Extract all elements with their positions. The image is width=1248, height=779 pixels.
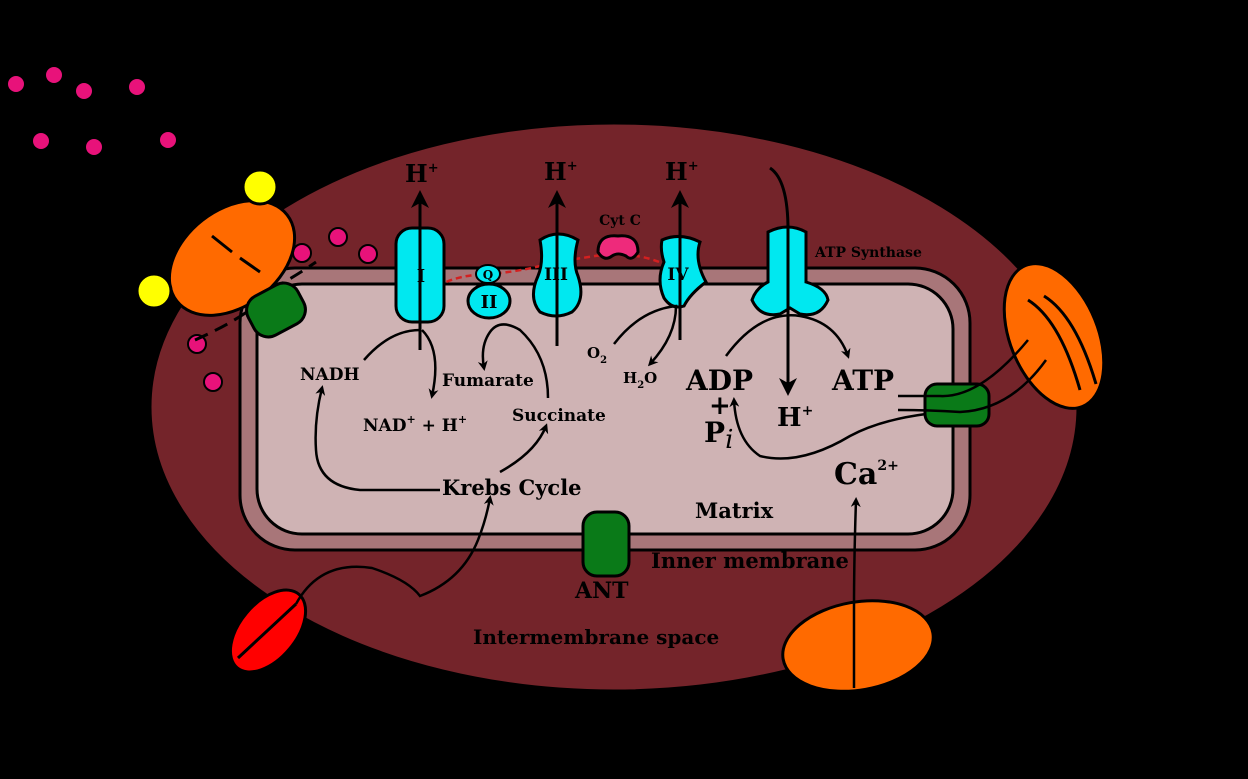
proton-label-3: H+ (665, 157, 699, 186)
complex-2-label: II (481, 292, 498, 313)
matrix-label: Matrix (695, 498, 774, 523)
succinate-label: Succinate (512, 406, 606, 426)
oxygen-label: O2 (587, 344, 607, 366)
adp-label: ADP (685, 364, 753, 397)
succinate-cycle-arrow (477, 323, 550, 399)
ion-dots-outside (8, 67, 176, 155)
fumarate-label: Fumarate (442, 371, 534, 391)
right-channel-lines (897, 339, 1048, 414)
proton-flow-synthase (769, 166, 797, 396)
red-transporter[interactable] (216, 576, 321, 686)
right-green-channel[interactable] (923, 382, 991, 428)
atp-synthase-label: ATP Synthase (814, 245, 922, 261)
ion-dots-intermembrane (187, 227, 378, 392)
left-receptor (135, 168, 317, 342)
ant-transporter[interactable] (581, 510, 631, 578)
calcium-transporter[interactable] (776, 589, 941, 702)
proton-label-2: H+ (544, 157, 578, 186)
complex-3-label: III (544, 265, 568, 285)
atp-export-arrow (729, 397, 927, 460)
complex-q-label: Q (483, 268, 493, 282)
calcium-uptake-arrow (850, 497, 861, 688)
complex-1-label: I (417, 266, 425, 287)
phosphate-label: Pi (704, 416, 733, 455)
ant-label: ANT (574, 578, 629, 604)
cyt-c[interactable] (596, 234, 640, 260)
nadh-label: NADH (300, 365, 360, 385)
oxygen-reduction-arrow (613, 304, 678, 367)
proton-label-1: H+ (405, 159, 439, 188)
cyt-c-label: Cyt C (599, 213, 641, 229)
atp-label: ATP (831, 364, 894, 397)
nadh-to-complex1-arrow (363, 328, 421, 361)
plus-label: + (709, 391, 731, 421)
complex-4-label: IV (667, 265, 689, 285)
right-orange-transporter[interactable] (985, 249, 1124, 423)
krebs-cycle-label: Krebs Cycle (442, 475, 582, 500)
proton-label-matrix: H+ (777, 403, 813, 433)
complex1-to-nad-arrow (421, 329, 439, 399)
complex-2[interactable] (466, 282, 512, 320)
krebs-to-nadh-arrow (314, 385, 440, 492)
atp-synthesis-arrow (724, 314, 851, 359)
water-label: H2O (623, 369, 657, 391)
complex-4[interactable] (658, 235, 708, 309)
intermembrane-space-label: Intermembrane space (473, 625, 719, 649)
krebs-to-succinate-arrow (499, 423, 549, 474)
nad-label: NAD+ + H+ (363, 413, 467, 436)
red-transporter-arrow (294, 495, 494, 605)
atp-synthase[interactable] (750, 225, 830, 317)
inner-membrane-label: Inner membrane (651, 548, 849, 573)
calcium-label: Ca2+ (834, 457, 899, 492)
